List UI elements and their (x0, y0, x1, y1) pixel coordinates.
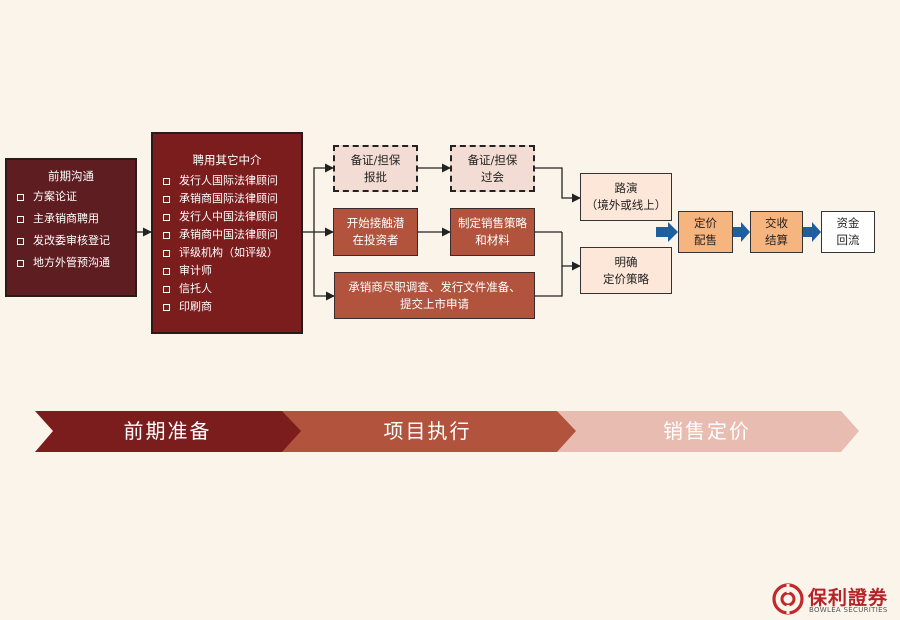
company-logo-icon (772, 583, 804, 615)
checkbox-bullet-icon (17, 237, 24, 245)
checkbox-bullet-icon (163, 267, 170, 275)
list-item: 地方外管预沟通 (17, 254, 135, 272)
checkbox-bullet-icon (17, 193, 24, 201)
roadshow-box: 路演 （境外或线上） (580, 173, 672, 221)
connector-to-roadshow (535, 167, 581, 203)
phase-label-preparation: 前期准备 (123, 419, 212, 443)
list-item: 承销商中国法律顾问 (163, 226, 301, 244)
phase-label-execution: 项目执行 (383, 419, 472, 443)
list-item: 发行人中国法律顾问 (163, 208, 301, 226)
phase-chevron-1 (35, 411, 301, 452)
investor-contact-box: 开始接触潜 在投资者 (333, 208, 418, 256)
filing-approval-box: 备证/担保 报批 (333, 145, 418, 192)
phase-chevron-2 (280, 411, 576, 452)
checkbox-bullet-icon (163, 195, 170, 203)
list-item: 信托人 (163, 280, 301, 298)
preliminary-communication-box: 前期沟通 方案论证 主承销商聘用 发改委审核登记 地方外管预沟通 (5, 158, 137, 297)
checkbox-bullet-icon (163, 213, 170, 221)
due-diligence-box: 承销商尽职调查、发行文件准备、 提交上市申请 (334, 272, 535, 319)
funds-return-box: 资金 回流 (821, 211, 875, 253)
checkbox-bullet-icon (163, 303, 170, 311)
list-item: 评级机构（如评级） (163, 244, 301, 262)
hire-intermediaries-title: 聘用其它中介 (192, 153, 262, 167)
hire-intermediaries-box: 聘用其它中介 发行人国际法律顾问 承销商国际法律顾问 发行人中国法律顾问 承销商… (151, 132, 303, 334)
checkbox-bullet-icon (163, 249, 170, 257)
company-logo-name: 保利證券 (808, 587, 889, 609)
list-item: 印刷商 (163, 298, 301, 316)
blue-arrow-1 (656, 222, 678, 242)
sales-strategy-box: 制定销售策略 和材料 (450, 208, 535, 256)
blue-arrow-3 (803, 222, 821, 242)
checkbox-bullet-icon (163, 177, 170, 185)
checkbox-bullet-icon (163, 285, 170, 293)
checkbox-bullet-icon (17, 215, 24, 223)
phase-chevron-3 (555, 411, 859, 452)
pricing-allocation-box: 定价 配售 (678, 211, 733, 253)
connector-branch-diligence (313, 232, 335, 301)
settlement-box: 交收 结算 (750, 211, 803, 253)
filing-passed-box: 备证/担保 过会 (450, 145, 535, 192)
pricing-strategy-box: 明确 定价策略 (580, 247, 672, 294)
connector-diligence-up (535, 266, 563, 297)
list-item: 方案论证 (17, 188, 135, 206)
checkbox-bullet-icon (17, 259, 24, 267)
checkbox-bullet-icon (163, 231, 170, 239)
phase-label-pricing: 销售定价 (663, 419, 751, 443)
preliminary-communication-title: 前期沟通 (48, 169, 94, 183)
connector-branch-filing (313, 163, 334, 232)
blue-arrow-2 (733, 222, 750, 242)
list-item: 承销商国际法律顾问 (163, 190, 301, 208)
connector-to-pricing-strategy (561, 232, 581, 271)
list-item: 主承销商聘用 (17, 210, 135, 228)
list-item: 发改委审核登记 (17, 232, 135, 250)
company-logo-english: BOWLEA SECURITIES (809, 606, 888, 614)
list-item: 发行人国际法律顾问 (163, 172, 301, 190)
list-item: 审计师 (163, 262, 301, 280)
